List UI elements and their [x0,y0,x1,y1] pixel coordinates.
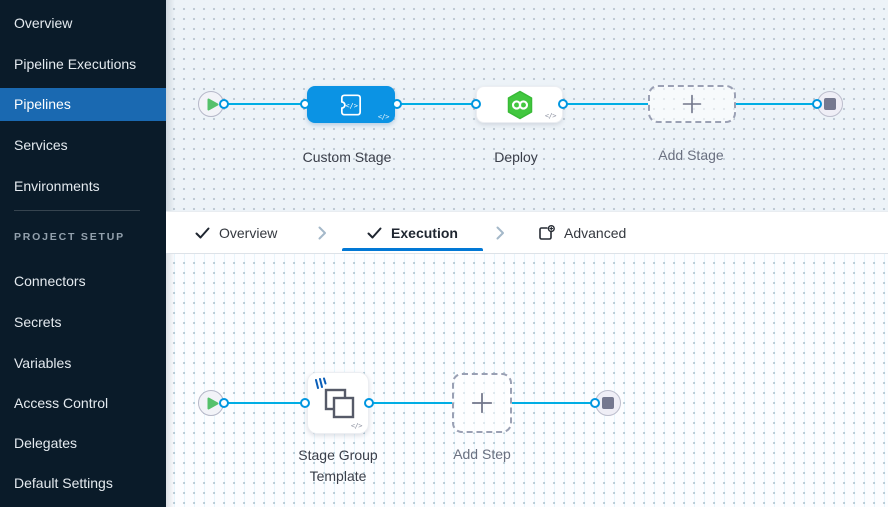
tab-advanced-label: Advanced [564,224,627,241]
stage-config-tabbar: Overview Execution Advanced [166,211,888,254]
connection-port[interactable] [558,99,568,109]
check-icon [195,227,210,238]
play-icon [207,397,218,409]
sidebar: Overview Pipeline Executions Pipelines S… [0,0,166,507]
plus-icon [682,94,702,114]
sidebar-divider [14,210,140,211]
code-icon: </> [345,101,358,109]
stage-label-deploy: Deploy [494,149,538,165]
connection-port[interactable] [300,99,310,109]
sidebar-item-delegates[interactable]: Delegates [14,435,78,451]
connection-port[interactable] [364,398,374,408]
stage-group-icon [324,388,355,419]
connection-port[interactable] [219,398,229,408]
connector-line [369,402,452,404]
stop-icon [824,98,836,110]
add-step-button[interactable] [452,373,512,433]
connection-port[interactable] [300,398,310,408]
sidebar-item-environments[interactable]: Environments [14,178,100,194]
step-node-stage-group-template[interactable]: </> [307,372,369,434]
stage-label-add-stage: Add Stage [658,147,724,163]
connection-port[interactable] [392,99,402,109]
connection-port[interactable] [812,99,822,109]
sidebar-section-label: PROJECT SETUP [14,231,125,243]
connector-line [563,103,648,105]
sidebar-item-default-settings[interactable]: Default Settings [14,475,113,491]
sidebar-item-access-control[interactable]: Access Control [14,395,109,411]
connection-port[interactable] [471,99,481,109]
connector-line [224,402,305,404]
sidebar-item-secrets[interactable]: Secrets [14,314,62,330]
chevron-right-icon [318,212,327,253]
chevron-right-icon [496,212,505,253]
stage-node-custom-stage[interactable]: </> </> [307,86,395,123]
plus-icon [471,392,493,414]
step-label-add-step: Add Step [453,446,511,462]
code-icon: </> [350,422,363,430]
sidebar-item-pipelines[interactable]: Pipelines [0,88,166,121]
sidebar-item-pipeline-executions[interactable]: Pipeline Executions [14,56,137,72]
check-icon [367,227,382,238]
sidebar-item-services[interactable]: Services [14,137,68,153]
stage-label-custom-stage: Custom Stage [302,149,392,165]
connection-port[interactable] [219,99,229,109]
sidebar-item-overview[interactable]: Overview [14,15,73,31]
template-bars-icon [315,377,327,389]
advanced-tab-icon [539,224,555,240]
execution-canvas [166,254,888,507]
play-icon [207,98,218,110]
active-tab-underline [342,248,483,251]
tab-advanced[interactable]: Advanced [538,212,626,253]
connector-line [512,402,595,404]
tab-execution-label: Execution [391,224,458,241]
tab-execution[interactable]: Execution [342,212,483,253]
sidebar-item-connectors[interactable]: Connectors [14,273,86,289]
tab-overview-label: Overview [219,224,278,241]
code-icon: </> [544,112,557,120]
stage-node-deploy[interactable]: </> [476,86,563,123]
tab-overview[interactable]: Overview [195,212,277,253]
connector-line [736,103,817,105]
code-icon: </> [377,113,390,121]
add-stage-button[interactable] [648,85,736,123]
connector-line [224,103,305,105]
deploy-hexagon-icon [507,90,532,119]
step-label-stage-group-template: Stage Group Template [298,447,378,484]
sidebar-item-variables[interactable]: Variables [14,355,72,371]
connection-port[interactable] [590,398,600,408]
connector-line [397,103,476,105]
custom-stage-icon: </> [340,93,362,116]
stop-icon [602,397,614,409]
